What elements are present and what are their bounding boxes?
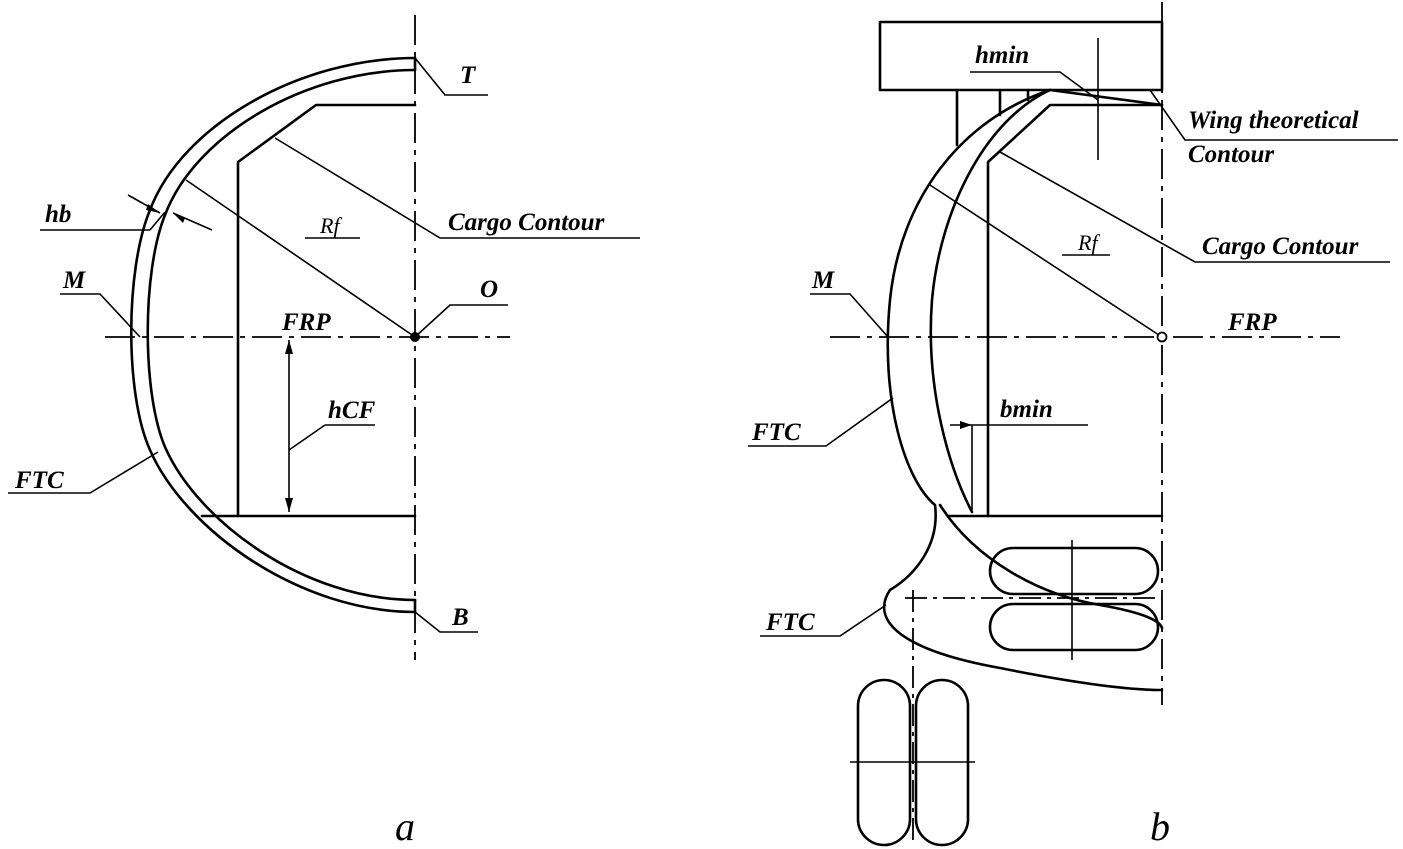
panel-a-o-leader xyxy=(414,304,508,338)
panel-a-hb-leader-diag xyxy=(149,211,166,231)
panel-a-fuselage-outer xyxy=(129,56,417,614)
panel-a-label-b: B xyxy=(451,604,469,631)
panel-a-radius-line xyxy=(185,179,416,338)
panel-a-t-leader xyxy=(414,57,488,96)
panel-b-label-ftc-lower: FTC xyxy=(765,609,815,636)
panel-a-hcf-arrowhead-bottom xyxy=(285,498,293,512)
panel-a-label-hb: hb xyxy=(45,201,71,228)
panel-b-main-gear-wheel-bottom xyxy=(988,602,1160,652)
panel-b-wing-box xyxy=(878,20,1164,92)
panel-a-cargo-contour xyxy=(236,103,417,518)
panel-b-bmin-arrowhead xyxy=(960,421,972,429)
panel-a-hcf-arrowhead-top xyxy=(285,340,293,354)
panel-b-m-leader xyxy=(810,293,889,338)
panel-a-label-t: T xyxy=(460,62,477,89)
panel-b-cargo-contour xyxy=(986,103,1164,518)
panel-a-label-cargo-contour: Cargo Contour xyxy=(448,209,605,236)
panel-a: T B O M FRP hb Rf hCF Cargo Contour FTC … xyxy=(8,15,640,849)
panel-b-label-wing-line2: Contour xyxy=(1188,141,1274,168)
panel-b-fuselage-inner xyxy=(929,88,1052,514)
panel-b-lower-fairing xyxy=(938,503,1164,630)
panel-a-label-hcf: hCF xyxy=(328,397,376,424)
panel-a-caption: a xyxy=(395,804,415,849)
panel-b-radius-line xyxy=(929,184,1163,338)
panel-b-label-wing-line1: Wing theoretical xyxy=(1188,107,1359,134)
panel-b-label-frp: FRP xyxy=(1227,309,1277,336)
panel-a-fuselage-inner xyxy=(146,68,417,602)
panel-b: hmin Wing theoretical Contour Cargo Cont… xyxy=(748,2,1398,849)
panel-b-wing-contour xyxy=(1048,88,1164,107)
panel-a-label-m: M xyxy=(62,267,86,294)
panel-b-hmin-leader xyxy=(970,71,1099,101)
panel-a-cargo-leader xyxy=(274,137,640,239)
panel-b-main-gear-wheel-top xyxy=(988,546,1160,596)
panel-b-ftc-upper-leader xyxy=(748,397,894,447)
panel-b-label-ftc-upper: FTC xyxy=(751,419,801,446)
panel-a-hb-arrowhead-left xyxy=(146,204,160,213)
panel-b-ftc-lower-leader xyxy=(760,604,887,637)
panel-b-wing-leader xyxy=(1149,89,1398,141)
panel-b-label-m: M xyxy=(811,267,835,294)
panel-b-label-hmin: hmin xyxy=(975,42,1029,69)
panel-a-label-rf: Rf xyxy=(319,213,342,238)
panel-b-fuselage-outer xyxy=(882,88,1164,692)
panel-b-cargo-leader xyxy=(999,151,1390,263)
panel-a-ftc-leader xyxy=(8,451,159,494)
panel-b-caption: b xyxy=(1150,804,1170,849)
panel-a-m-leader xyxy=(60,293,141,338)
panel-b-label-cargo-contour: Cargo Contour xyxy=(1202,233,1359,260)
panel-a-label-o: O xyxy=(480,276,498,303)
panel-a-hb-arrowhead-right xyxy=(173,213,185,223)
panel-b-center-point xyxy=(1156,331,1168,343)
panel-b-label-rf: Rf xyxy=(1077,230,1100,255)
panel-a-label-ftc: FTC xyxy=(14,467,64,494)
panel-b-label-bmin: bmin xyxy=(1000,396,1053,423)
panel-a-label-frp: FRP xyxy=(281,309,331,336)
panel-a-b-leader xyxy=(414,611,478,633)
panel-a-hcf-leader-diag xyxy=(288,424,326,451)
